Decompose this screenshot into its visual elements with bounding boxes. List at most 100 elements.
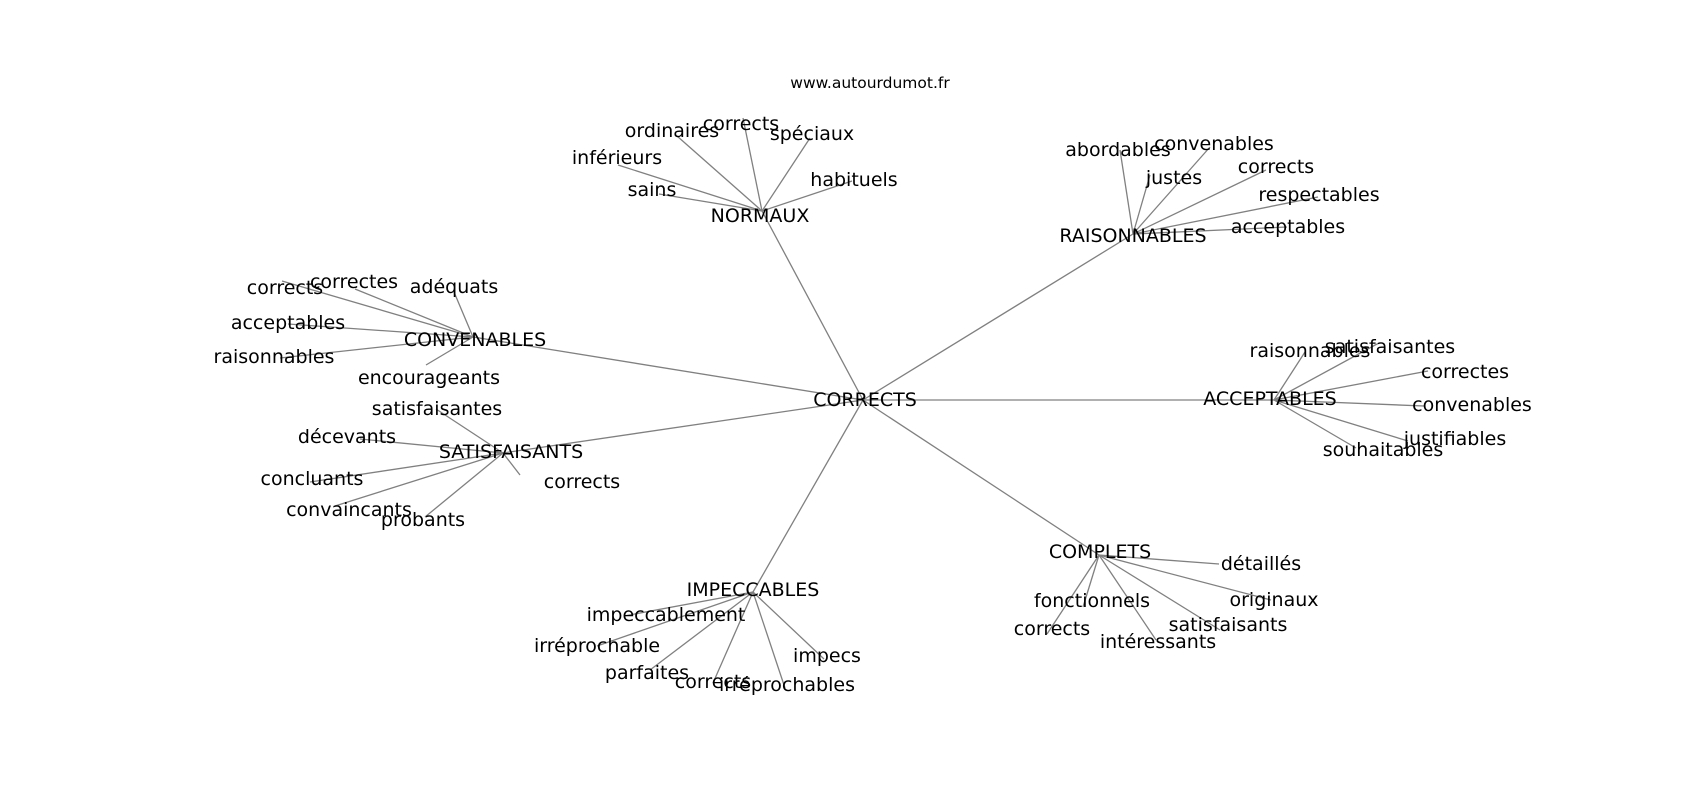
hub-node-normaux[interactable]: NORMAUX <box>711 205 810 227</box>
edge-acceptables-leaf <box>1273 351 1306 401</box>
edge-raisonnables-leaf <box>1119 149 1134 235</box>
leaf-node[interactable]: ordinaires <box>625 120 719 142</box>
edge-complets-leaf <box>1098 554 1272 601</box>
edge-acceptables-leaf <box>1273 399 1409 442</box>
edge-convenables-leaf <box>279 336 474 359</box>
edge-raisonnables-leaf <box>1132 226 1288 235</box>
leaf-node[interactable]: acceptables <box>1231 216 1345 238</box>
edge-raisonnables-leaf <box>1132 174 1151 235</box>
edge-convenables-leaf <box>287 323 474 338</box>
leaf-node[interactable]: fonctionnels <box>1034 590 1150 612</box>
edge-impeccables-leaf <box>596 591 754 647</box>
edge-acceptables-leaf <box>1273 370 1429 401</box>
leaf-node[interactable]: probants <box>381 509 465 531</box>
edge-center-convenables <box>472 336 864 401</box>
leaf-node[interactable]: corrects <box>247 277 323 299</box>
hub-node-complets[interactable]: COMPLETS <box>1049 541 1151 563</box>
leaf-node[interactable]: concluants <box>261 468 364 490</box>
leaf-node[interactable]: décevants <box>298 426 396 448</box>
edge-normaux-leaf <box>742 117 763 212</box>
leaf-node[interactable]: habituels <box>810 169 897 191</box>
edge-convenables-leaf <box>453 291 474 338</box>
edge-acceptables-leaf <box>1273 343 1378 401</box>
leaf-node[interactable]: souhaitables <box>1323 439 1444 461</box>
edge-center-normaux <box>761 210 864 401</box>
edge-center-satisfaisants <box>502 399 864 454</box>
leaf-node[interactable]: correctes <box>310 271 398 293</box>
edge-impeccables-leaf <box>752 591 825 660</box>
leaf-node[interactable]: originaux <box>1229 589 1318 611</box>
leaf-node[interactable]: corrects <box>675 671 751 693</box>
edge-center-raisonnables <box>862 233 1134 401</box>
leaf-node[interactable]: satisfaisantes <box>372 398 502 420</box>
edge-center-complets <box>862 399 1100 556</box>
edge-complets-leaf <box>1098 554 1220 565</box>
leaf-node[interactable]: raisonnables <box>214 346 335 368</box>
leaf-node[interactable]: respectables <box>1258 184 1379 206</box>
edge-complets-leaf <box>1046 554 1100 635</box>
graph-labels: CORRECTSNORMAUXordinairescorrectsspéciau… <box>214 113 1532 696</box>
leaf-node[interactable]: détaillés <box>1221 553 1301 575</box>
edge-convenables-leaf <box>354 288 474 338</box>
edge-raisonnables-leaf <box>1132 196 1319 235</box>
leaf-node[interactable]: irréprochable <box>534 635 660 657</box>
leaf-node[interactable]: convenables <box>1412 394 1532 416</box>
leaf-node[interactable]: corrects <box>1014 618 1090 640</box>
leaf-node[interactable]: irréprochables <box>719 674 855 696</box>
edge-satisfaisants-leaf <box>502 452 521 476</box>
leaf-node[interactable]: satisfaisants <box>1169 614 1288 636</box>
edge-complets-leaf <box>1098 554 1157 641</box>
edge-convenables-leaf <box>425 336 474 366</box>
edge-satisfaisants-leaf <box>334 452 504 507</box>
hub-node-convenables[interactable]: CONVENABLES <box>404 329 546 351</box>
site-url[interactable]: www.autourdumot.fr <box>790 74 950 92</box>
edge-satisfaisants-leaf <box>309 452 504 483</box>
leaf-node[interactable]: correctes <box>1421 361 1509 383</box>
edge-satisfaisants-leaf <box>435 408 504 454</box>
leaf-node[interactable]: raisonnables <box>1250 340 1371 362</box>
hub-node-raisonnables[interactable]: RAISONNABLES <box>1059 225 1206 247</box>
leaf-node[interactable]: sains <box>628 179 677 201</box>
edge-convenables-leaf <box>281 280 474 338</box>
edge-impeccables-leaf <box>649 591 754 671</box>
leaf-node[interactable]: abordables <box>1065 139 1170 161</box>
edge-satisfaisants-leaf <box>424 452 504 518</box>
edge-impeccables-leaf <box>623 591 754 617</box>
edge-complets-leaf <box>1082 554 1100 608</box>
hub-node-satisfaisants[interactable]: SATISFAISANTS <box>439 441 583 463</box>
leaf-node[interactable]: intéressants <box>1100 631 1216 653</box>
edge-acceptables-leaf <box>1273 399 1357 449</box>
edge-normaux-leaf <box>658 193 763 212</box>
leaf-node[interactable]: impecs <box>793 645 861 667</box>
edge-raisonnables-leaf <box>1132 169 1267 235</box>
leaf-node[interactable]: corrects <box>1238 156 1314 178</box>
edge-normaux-leaf <box>761 137 811 212</box>
edge-raisonnables-leaf <box>1132 146 1211 235</box>
center-word-node[interactable]: CORRECTS <box>813 389 917 411</box>
leaf-node[interactable]: impeccablement <box>587 604 746 626</box>
edge-center-impeccables <box>752 399 864 593</box>
leaf-node[interactable]: inférieurs <box>572 147 662 169</box>
edge-normaux-leaf <box>761 180 853 212</box>
edge-impeccables-leaf <box>712 591 754 684</box>
graph-edges <box>279 117 1429 689</box>
edge-normaux-leaf <box>617 164 763 212</box>
edge-normaux-leaf <box>676 135 763 212</box>
leaf-node[interactable]: spéciaux <box>770 123 854 145</box>
leaf-node[interactable]: corrects <box>544 471 620 493</box>
leaf-node[interactable]: satisfaisantes <box>1325 336 1455 358</box>
edge-acceptables-leaf <box>1273 399 1425 407</box>
leaf-node[interactable]: convaincants <box>286 499 412 521</box>
leaf-node[interactable]: acceptables <box>231 312 345 334</box>
hub-node-impeccables[interactable]: IMPECCABLES <box>687 579 820 601</box>
leaf-node[interactable]: convenables <box>1154 133 1274 155</box>
leaf-node[interactable]: encourageants <box>358 367 500 389</box>
leaf-node[interactable]: justifiables <box>1403 428 1507 450</box>
leaf-node[interactable]: parfaites <box>605 662 689 684</box>
edge-satisfaisants-leaf <box>359 438 504 454</box>
hub-node-acceptables[interactable]: ACCEPTABLES <box>1203 388 1336 410</box>
leaf-node[interactable]: adéquats <box>410 276 499 298</box>
leaf-node[interactable]: corrects <box>703 113 779 135</box>
leaf-node[interactable]: justes <box>1145 167 1202 189</box>
